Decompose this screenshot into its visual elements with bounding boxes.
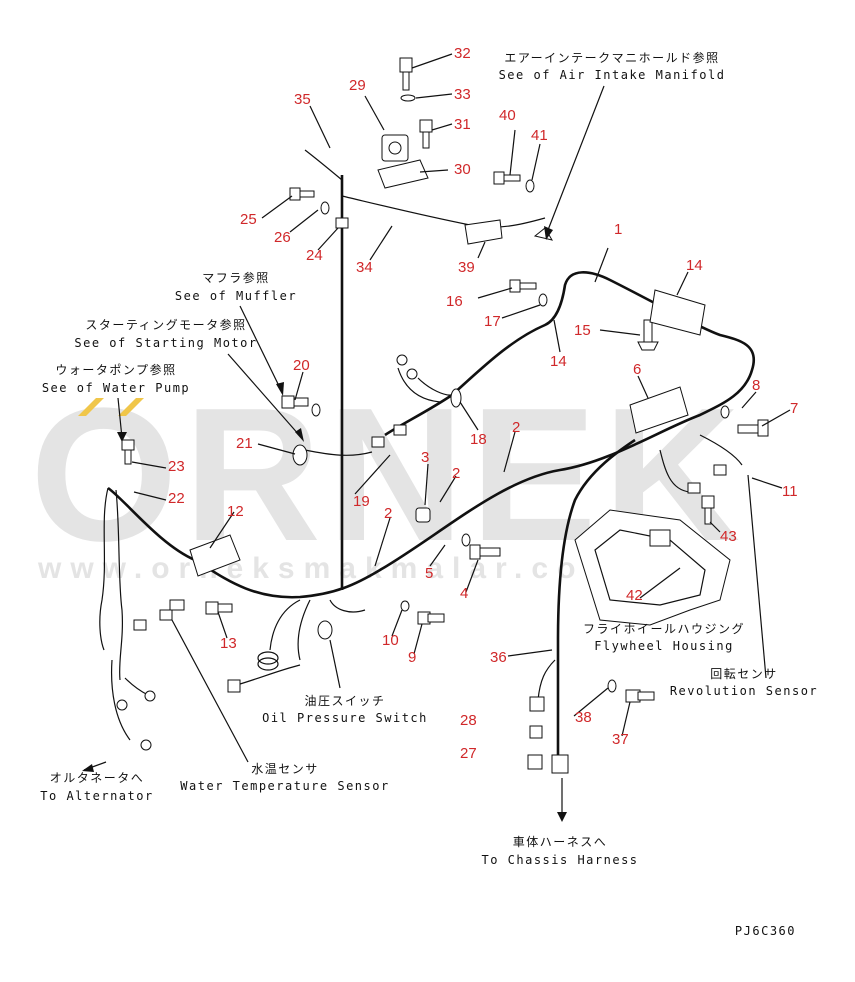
watermark-accent-icon — [78, 398, 144, 416]
part-number: 2 — [512, 419, 520, 436]
part-number: 13 — [220, 635, 237, 652]
drawing-code: PJ6C360 — [735, 924, 796, 938]
part-number: 36 — [490, 649, 507, 666]
oil-pressure-label-jp: 油圧スイッチ — [304, 694, 385, 708]
part-number: 12 — [227, 503, 244, 520]
part-number: 17 — [484, 313, 501, 330]
part-number: 35 — [294, 91, 311, 108]
part-number: 22 — [168, 490, 185, 507]
watermark: ORNEK www.orneksmakmalar.com.tr — [30, 369, 740, 585]
part-number: 26 — [274, 229, 291, 246]
alternator-label-jp: オルタネータへ — [50, 771, 145, 785]
part-number: 42 — [626, 587, 643, 604]
intake-label-en: See of Air Intake Manifold — [499, 68, 726, 82]
part-number: 38 — [575, 709, 592, 726]
part-number: 34 — [356, 259, 373, 276]
part-numbers: 1 2 2 2 3 4 5 6 7 8 9 10 11 12 13 14 14 … — [168, 45, 798, 762]
part-number: 15 — [574, 322, 591, 339]
part-number: 6 — [633, 361, 641, 378]
revolution-label-en: Revolution Sensor — [670, 684, 818, 698]
part-number: 20 — [293, 357, 310, 374]
part-number: 41 — [531, 127, 548, 144]
part-number: 25 — [240, 211, 257, 228]
water-temp-label-en: Water Temperature Sensor — [180, 779, 389, 793]
part-number: 31 — [454, 116, 471, 133]
part-number: 40 — [499, 107, 516, 124]
intake-label-jp: エアーインテークマニホールド参照 — [504, 50, 719, 65]
part-number: 33 — [454, 86, 471, 103]
water-temp-label-jp: 水温センサ — [251, 762, 319, 776]
part-number: 18 — [470, 431, 487, 448]
chassis-label-jp: 車体ハーネスへ — [513, 835, 608, 849]
water-pump-label-jp: ウォータポンプ参照 — [55, 362, 176, 377]
part-number: 43 — [720, 528, 737, 545]
part-number: 8 — [752, 377, 760, 394]
part-number: 24 — [306, 247, 323, 264]
part-number: 32 — [454, 45, 471, 62]
starting-motor-label-jp: スターティングモータ参照 — [85, 317, 246, 332]
part-number: 29 — [349, 77, 366, 94]
flywheel-label-jp: フライホイールハウジング — [583, 622, 745, 636]
part-number: 23 — [168, 458, 185, 475]
part-number: 21 — [236, 435, 253, 452]
part-number: 39 — [458, 259, 475, 276]
part-number: 10 — [382, 632, 399, 649]
part-number: 30 — [454, 161, 471, 178]
part-number: 27 — [460, 745, 477, 762]
part-number: 14 — [550, 353, 567, 370]
part-number: 4 — [460, 585, 468, 602]
muffler-label-jp: マフラ参照 — [202, 270, 270, 285]
part-number: 19 — [353, 493, 370, 510]
chassis-label-en: To Chassis Harness — [481, 853, 638, 867]
part-number: 11 — [782, 483, 798, 500]
part-number: 16 — [446, 293, 463, 310]
part-number: 7 — [790, 400, 798, 417]
revolution-label-jp: 回転センサ — [710, 667, 778, 681]
part-number: 5 — [425, 565, 433, 582]
water-pump-label-en: See of Water Pump — [42, 381, 190, 395]
muffler-label-en: See of Muffler — [175, 289, 297, 303]
part-number: 14 — [686, 257, 703, 274]
parts — [116, 57, 769, 774]
reference-labels: エアーインテークマニホールド参照 See of Air Intake Manif… — [40, 50, 818, 938]
part-number: 28 — [460, 712, 477, 729]
oil-pressure-label-en: Oil Pressure Switch — [262, 711, 428, 725]
part-number: 3 — [421, 449, 429, 466]
alternator-label-en: To Alternator — [40, 789, 153, 803]
part-number: 2 — [384, 505, 392, 522]
starting-motor-label-en: See of Starting Motor — [74, 336, 257, 350]
part-number: 9 — [408, 649, 416, 666]
part-number: 2 — [452, 465, 460, 482]
harness-wiring — [99, 149, 755, 760]
flywheel-label-en: Flywheel Housing — [594, 639, 734, 653]
part-number: 1 — [614, 221, 622, 238]
part-number: 37 — [612, 731, 629, 748]
leader-lines — [82, 53, 791, 822]
